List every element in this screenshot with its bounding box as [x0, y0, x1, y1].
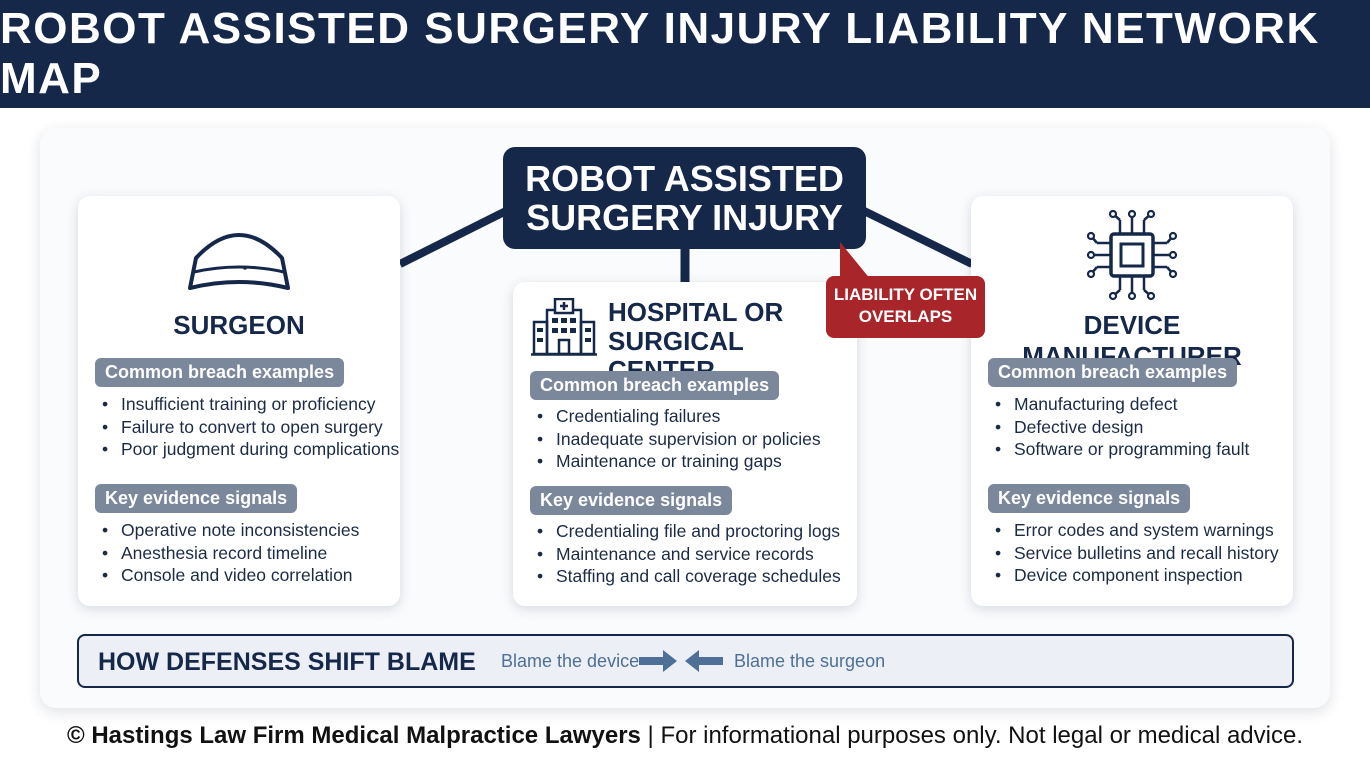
microchip-icon — [1085, 208, 1179, 307]
callout-line2: OVERLAPS — [858, 307, 953, 326]
list-item: Manufacturing defect — [991, 393, 1249, 416]
list-item: Poor judgment during complications — [98, 438, 399, 461]
list-item: Credentialing file and proctoring logs — [533, 520, 841, 543]
opposing-arrows-icon — [639, 648, 723, 679]
list-item: Software or programming fault — [991, 438, 1249, 461]
surgeon-title: SURGEON — [173, 310, 305, 340]
footer-disclaimer-text: | For informational purposes only. Not l… — [640, 722, 1303, 749]
central-node-line1: ROBOT ASSISTED — [525, 158, 844, 199]
device-evidence-label: Key evidence signals — [988, 484, 1191, 513]
list-item: Maintenance and service records — [533, 543, 841, 566]
list-item: Staffing and call coverage schedules — [533, 565, 841, 588]
blame-surgeon-text: Blame the surgeon — [734, 651, 886, 671]
hospital-building-icon — [531, 297, 597, 361]
defenses-bar: HOW DEFENSES SHIFT BLAME Blame the devic… — [77, 634, 1294, 688]
central-node: ROBOT ASSISTED SURGERY INJURY — [503, 147, 866, 249]
list-item: Insufficient training or proficiency — [98, 393, 399, 416]
list-item: Failure to convert to open surgery — [98, 416, 399, 439]
list-item: Credentialing failures — [533, 405, 821, 428]
footer-disclaimer: © Hastings Law Firm Medical Malpractice … — [0, 722, 1370, 750]
surgeon-evidence-list: Operative note inconsistencies Anesthesi… — [98, 519, 359, 587]
surgeon-breach-label: Common breach examples — [95, 358, 345, 387]
surgical-cap-icon — [186, 218, 292, 299]
hospital-evidence-list: Credentialing file and proctoring logs M… — [533, 520, 841, 588]
list-item: Anesthesia record timeline — [98, 542, 359, 565]
callout-pointer — [840, 242, 871, 280]
hospital-breach-label: Common breach examples — [530, 371, 780, 400]
device-evidence-list: Error codes and system warnings Service … — [991, 519, 1279, 587]
device-card: DEVICE MANUFACTURER Common breach exampl… — [971, 196, 1293, 606]
hospital-evidence-label: Key evidence signals — [530, 486, 733, 515]
list-item: Maintenance or training gaps — [533, 450, 821, 473]
list-item: Inadequate supervision or policies — [533, 428, 821, 451]
connector-right — [856, 204, 974, 268]
surgeon-evidence-label: Key evidence signals — [95, 484, 298, 513]
hospital-title-line2: SURGICAL CENTER — [608, 326, 744, 385]
device-breach-list: Manufacturing defect Defective design So… — [991, 393, 1249, 461]
central-node-line2: SURGERY INJURY — [526, 197, 843, 238]
defenses-label: HOW DEFENSES SHIFT BLAME — [98, 648, 476, 676]
connector-left — [398, 204, 514, 268]
hospital-title-line1: HOSPITAL OR — [608, 297, 784, 327]
list-item: Defective design — [991, 416, 1249, 439]
header-bar: ROBOT ASSISTED SURGERY INJURY LIABILITY … — [0, 0, 1370, 108]
hospital-breach-list: Credentialing failures Inadequate superv… — [533, 405, 821, 473]
hospital-title: HOSPITAL OR SURGICAL CENTER — [608, 298, 848, 385]
list-item: Operative note inconsistencies — [98, 519, 359, 542]
list-item: Device component inspection — [991, 564, 1279, 587]
blame-device-text: Blame the device — [501, 651, 640, 671]
callout-line1: LIABILITY OFTEN — [833, 285, 978, 304]
device-breach-label: Common breach examples — [988, 358, 1238, 387]
footer-firm: © Hastings Law Firm Medical Malpractice … — [67, 722, 641, 749]
list-item: Console and video correlation — [98, 564, 359, 587]
surgeon-card: SURGEON Common breach examples Insuffici… — [78, 196, 400, 606]
list-item: Error codes and system warnings — [991, 519, 1279, 542]
list-item: Service bulletins and recall history — [991, 542, 1279, 565]
surgeon-breach-list: Insufficient training or proficiency Fai… — [98, 393, 399, 461]
hospital-card: HOSPITAL OR SURGICAL CENTER Common breac… — [513, 282, 857, 606]
liability-overlap-callout: LIABILITY OFTEN OVERLAPS — [826, 276, 985, 338]
page-title: ROBOT ASSISTED SURGERY INJURY LIABILITY … — [0, 4, 1320, 103]
